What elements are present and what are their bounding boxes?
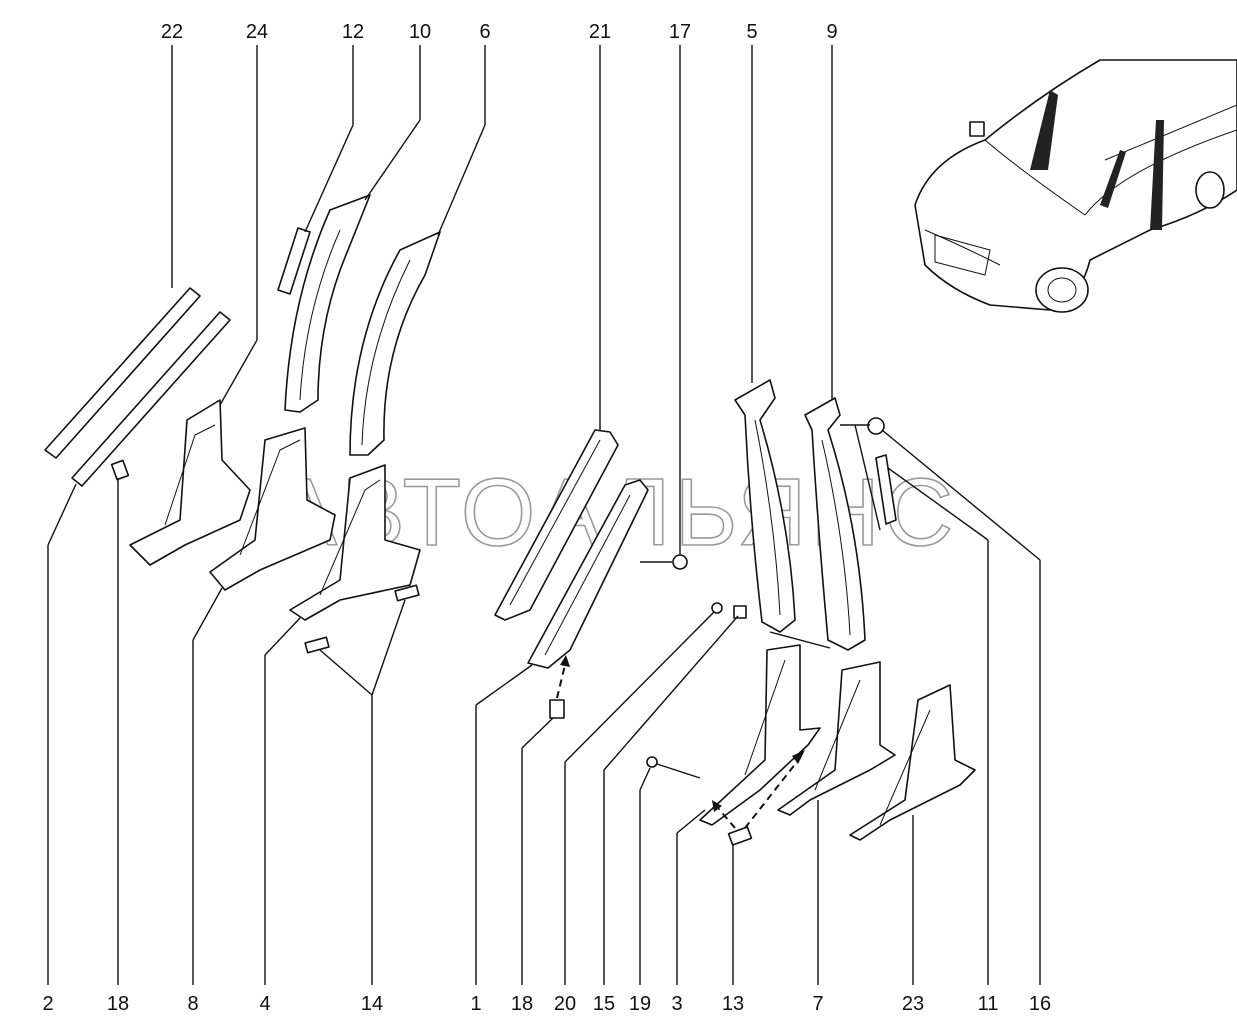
part-8-trim xyxy=(209,427,336,591)
part-7-lower-trim xyxy=(777,661,896,816)
callout-2: 2 xyxy=(42,993,53,1015)
callout-19: 19 xyxy=(629,993,651,1015)
callout-3: 3 xyxy=(671,993,682,1015)
part-10-a-pillar xyxy=(284,194,371,413)
part-24-trim xyxy=(129,399,251,566)
part-20-screw xyxy=(711,602,723,614)
callout-18: 18 xyxy=(107,993,129,1015)
part-3-lower-trim xyxy=(699,644,821,826)
part-4-trim xyxy=(289,464,421,621)
part-5-b-pillar xyxy=(734,379,796,633)
part-17-clip xyxy=(672,554,688,570)
part-12-strip xyxy=(277,227,311,295)
part-14-clip-a xyxy=(304,636,330,654)
callout-11: 11 xyxy=(978,993,999,1015)
callout-1: 1 xyxy=(470,993,481,1015)
part-6-a-pillar xyxy=(349,231,441,456)
callout-23: 23 xyxy=(902,993,924,1015)
part-9-b-pillar xyxy=(804,397,866,651)
callout-9: 9 xyxy=(826,21,837,43)
part-11-strip xyxy=(875,454,897,525)
callout-22: 22 xyxy=(161,21,183,43)
callout-21: 21 xyxy=(589,21,611,43)
part-23-lower-trim xyxy=(849,684,976,841)
part-16-clip xyxy=(867,417,885,435)
part-1-sill xyxy=(527,479,649,669)
callouts-top: 22 24 12 10 6 21 17 5 9 xyxy=(161,21,838,43)
part-18-clip-left xyxy=(110,459,130,481)
callout-16: 16 xyxy=(1029,993,1051,1015)
callout-12: 12 xyxy=(342,21,364,43)
callout-5: 5 xyxy=(746,21,757,43)
part-22-strip xyxy=(44,287,201,459)
callout-15: 15 xyxy=(593,993,615,1015)
leader-lines-top xyxy=(171,45,833,555)
callout-18-b: 18 xyxy=(511,993,533,1015)
part-18-clip-lower xyxy=(549,699,565,719)
callout-14: 14 xyxy=(361,993,383,1015)
part-13-clip xyxy=(727,826,753,846)
callout-10: 10 xyxy=(409,21,431,43)
leader-lines-bottom xyxy=(47,424,1041,985)
part-21-sill xyxy=(494,429,619,621)
callout-24: 24 xyxy=(246,21,268,43)
callout-17: 17 xyxy=(669,21,691,43)
callout-13: 13 xyxy=(722,993,744,1015)
car-illustration xyxy=(914,59,1237,313)
callouts-bottom: 2 18 8 4 14 1 18 20 15 19 3 13 7 23 11 1… xyxy=(42,993,1051,1015)
part-19-screw xyxy=(646,756,701,779)
callout-7: 7 xyxy=(812,993,823,1015)
part-15-clip xyxy=(733,605,747,619)
callout-20: 20 xyxy=(554,993,576,1015)
part-2-strip xyxy=(71,311,231,487)
callout-8: 8 xyxy=(187,993,198,1015)
callout-6: 6 xyxy=(479,21,490,43)
callout-4: 4 xyxy=(259,993,270,1015)
part-14-clip-b xyxy=(394,584,420,602)
